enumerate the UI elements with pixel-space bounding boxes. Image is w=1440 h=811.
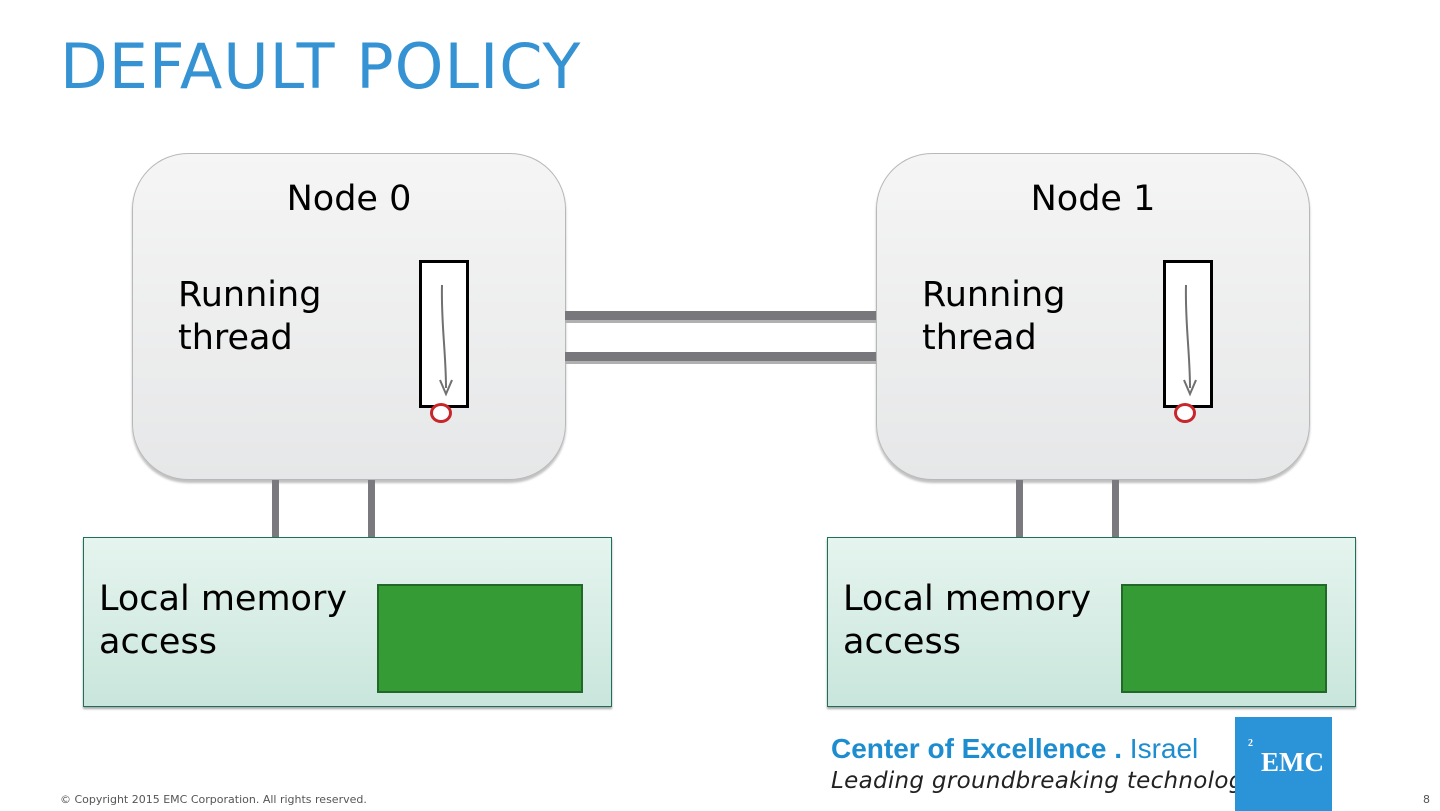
thread-arrow-icon xyxy=(1183,284,1197,397)
node-1-pointer-marker xyxy=(1174,403,1196,423)
node-1-label: Node 1 xyxy=(1030,179,1156,219)
page-number: 8 xyxy=(1423,793,1430,806)
node-1-thread-label: Running thread xyxy=(922,275,1066,358)
node-1-memory-link xyxy=(1016,480,1023,538)
node-0-memory-link xyxy=(368,480,375,538)
coe-separator: . xyxy=(1106,733,1130,764)
coe-israel: Israel xyxy=(1129,733,1199,764)
node-1-memory-box: Local memory access xyxy=(827,537,1356,707)
emc-logo: EMC 2 xyxy=(1235,717,1332,811)
node-0-pointer-marker xyxy=(430,403,452,423)
coe-bold: Center of Excellence xyxy=(831,733,1107,764)
interconnect-link-top xyxy=(565,311,876,323)
node-0-memory-label: Local memory access xyxy=(99,579,348,662)
center-of-excellence-text: Center of Excellence . Israel xyxy=(831,733,1198,765)
node-1-memory-link xyxy=(1112,480,1119,538)
node-0-memory-block xyxy=(377,584,583,693)
node-1-box: Node 1 Running thread xyxy=(876,153,1310,480)
node-1-thread-box xyxy=(1163,260,1213,408)
node-0-label: Node 0 xyxy=(286,179,412,219)
node-0-memory-link xyxy=(272,480,279,538)
node-1-memory-label: Local memory access xyxy=(843,579,1092,662)
slide-title: DEFAULT POLICY xyxy=(60,30,582,103)
emc-logo-text: EMC xyxy=(1261,747,1324,777)
node-0-memory-box: Local memory access xyxy=(83,537,612,707)
node-0-thread-box xyxy=(419,260,469,408)
node-1-memory-block xyxy=(1121,584,1327,693)
copyright: © Copyright 2015 EMC Corporation. All ri… xyxy=(60,793,367,806)
node-0-box: Node 0 Running thread xyxy=(132,153,566,480)
emc-logo-sup: 2 xyxy=(1248,738,1253,749)
node-0-thread-label: Running thread xyxy=(178,275,322,358)
interconnect-link-bottom xyxy=(565,352,876,364)
thread-arrow-icon xyxy=(439,284,453,397)
tagline: Leading groundbreaking technology xyxy=(831,768,1258,794)
